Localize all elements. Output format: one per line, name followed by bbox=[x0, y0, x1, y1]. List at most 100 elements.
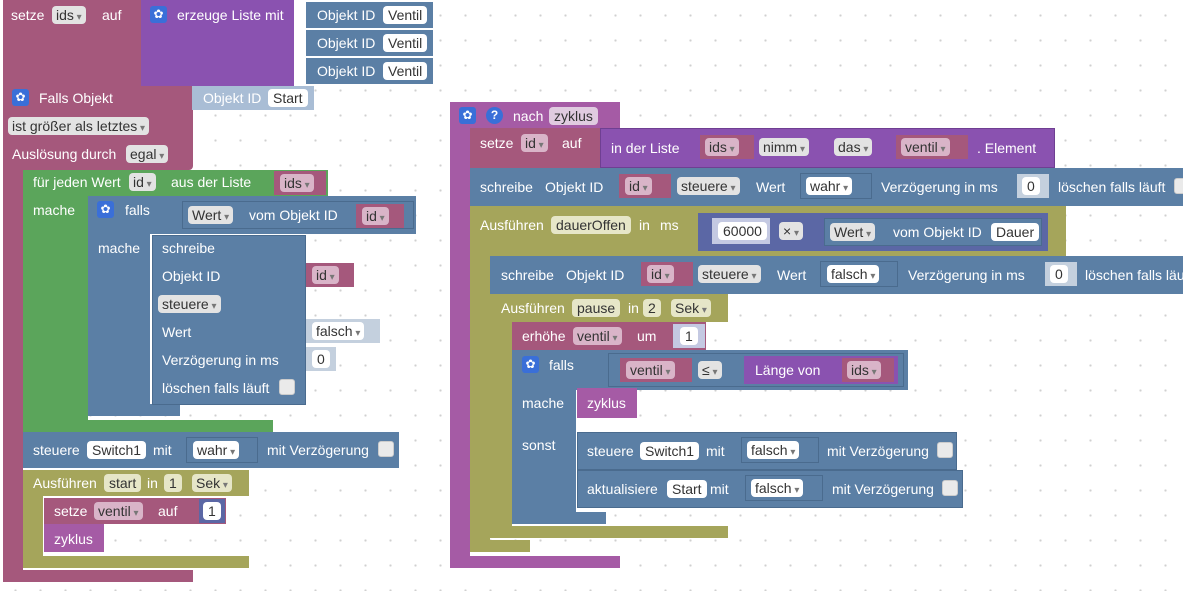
list-var-dropdown[interactable]: ids bbox=[705, 138, 739, 156]
trigger-title: Falls Objekt bbox=[39, 90, 113, 106]
call-zyklus-block[interactable] bbox=[44, 524, 104, 552]
foreach-left-bar bbox=[23, 198, 88, 420]
auf-label: auf bbox=[562, 135, 582, 151]
bool-dropdown[interactable]: falsch bbox=[827, 265, 880, 283]
with-delay-checkbox[interactable] bbox=[942, 480, 958, 496]
with-delay-label: mit Verzögerung bbox=[827, 443, 929, 459]
if-mache-label: mache bbox=[98, 240, 141, 256]
if-else-left-bar bbox=[512, 390, 576, 522]
in-label: in bbox=[147, 475, 158, 491]
foreach-var-dropdown[interactable]: id bbox=[129, 173, 156, 191]
clear-running-checkbox[interactable] bbox=[279, 379, 295, 395]
gear-icon[interactable]: ✿ bbox=[150, 6, 167, 23]
steuere-dropdown[interactable]: steuere bbox=[698, 265, 761, 283]
condition-dropdown[interactable]: ist größer als letztes bbox=[8, 117, 150, 135]
write-block[interactable] bbox=[152, 235, 306, 405]
wert-dropdown[interactable]: Wert bbox=[830, 223, 876, 241]
timeout-label: Ausführen bbox=[501, 300, 565, 316]
clear-running-label: löschen falls läuft bbox=[162, 380, 270, 396]
create-list-label: erzeuge Liste mit bbox=[177, 7, 284, 23]
timeout-name[interactable]: dauerOffen bbox=[551, 216, 631, 234]
if-bottom bbox=[88, 404, 180, 416]
gear-icon[interactable]: ✿ bbox=[459, 107, 476, 124]
unit-dropdown[interactable]: Sek bbox=[671, 299, 711, 317]
id-var-dropdown[interactable]: id bbox=[625, 177, 652, 195]
update-target[interactable]: Start bbox=[667, 480, 707, 498]
procedure-bottom bbox=[450, 556, 620, 568]
list-var-dropdown[interactable]: ids bbox=[847, 361, 881, 379]
delay-value[interactable]: 0 bbox=[1050, 265, 1068, 283]
timeout-left-bar bbox=[23, 496, 43, 558]
help-icon[interactable]: ? bbox=[486, 107, 503, 124]
timeout-dauer-left-bar bbox=[470, 256, 490, 546]
delay-value[interactable]: 0 bbox=[1022, 177, 1040, 195]
wert-label: Wert bbox=[756, 179, 786, 195]
ids-var-dropdown[interactable]: ids bbox=[52, 6, 86, 24]
object-id-label: Objekt ID bbox=[162, 268, 221, 284]
object-id-value[interactable]: Ventil bbox=[383, 34, 428, 52]
wert-dropdown[interactable]: Wert bbox=[188, 206, 234, 224]
foreach-label: für jeden Wert bbox=[33, 174, 121, 190]
call-zyklus-block[interactable] bbox=[577, 388, 637, 418]
ventil-var-dropdown[interactable]: ventil bbox=[94, 502, 143, 520]
control-label: steuere bbox=[33, 442, 80, 458]
object-id-value[interactable]: Ventil bbox=[383, 6, 428, 24]
gear-icon[interactable]: ✿ bbox=[12, 89, 29, 106]
trigger-left-bar bbox=[3, 170, 23, 572]
timeout-bottom bbox=[23, 556, 249, 568]
list-get-block[interactable] bbox=[600, 128, 1055, 168]
procedure-name[interactable]: zyklus bbox=[549, 107, 598, 125]
object-id-value[interactable]: Ventil bbox=[383, 62, 428, 80]
gear-icon[interactable]: ✿ bbox=[522, 356, 539, 373]
timeout-name[interactable]: start bbox=[104, 474, 142, 492]
delay-label: Verzögerung in ms bbox=[881, 179, 998, 195]
bool-dropdown[interactable]: wahr bbox=[806, 177, 853, 195]
compare-operator-dropdown[interactable]: ≤ bbox=[698, 361, 722, 379]
if-left-bar bbox=[88, 234, 150, 406]
control-target[interactable]: Switch1 bbox=[640, 442, 700, 460]
with-delay-label: mit Verzögerung bbox=[832, 481, 934, 497]
object-id-label: Objekt ID bbox=[545, 179, 604, 195]
operator-dropdown[interactable]: × bbox=[779, 222, 803, 240]
das-dropdown[interactable]: das bbox=[834, 138, 873, 156]
id-var-dropdown[interactable]: id bbox=[362, 207, 389, 225]
object-id-value[interactable]: Start bbox=[268, 89, 308, 107]
id-var-dropdown[interactable]: id bbox=[521, 134, 548, 152]
timeout-number[interactable]: 1 bbox=[164, 474, 182, 492]
trigger-by-dropdown[interactable]: egal bbox=[126, 145, 169, 163]
object-id-label: Objekt ID bbox=[317, 35, 376, 51]
ventil-var-dropdown[interactable]: ventil bbox=[901, 138, 950, 156]
object-id-label: Objekt ID bbox=[317, 63, 376, 79]
clear-running-checkbox[interactable] bbox=[1174, 178, 1183, 194]
number-value[interactable]: 1 bbox=[680, 327, 698, 345]
number-value[interactable]: 60000 bbox=[718, 222, 767, 240]
ms-label: ms bbox=[660, 217, 679, 233]
control-target[interactable]: Switch1 bbox=[87, 441, 147, 459]
clear-running-label: löschen falls läuft bbox=[1058, 179, 1166, 195]
timeout-name[interactable]: pause bbox=[572, 299, 621, 317]
ventil-var-dropdown[interactable]: ventil bbox=[626, 361, 675, 379]
with-delay-checkbox[interactable] bbox=[937, 442, 953, 458]
unit-dropdown[interactable]: Sek bbox=[192, 474, 232, 492]
clear-running-label: löschen falls läu bbox=[1085, 267, 1183, 283]
ventil-var-dropdown[interactable]: ventil bbox=[573, 327, 622, 345]
number-value[interactable]: 1 bbox=[203, 502, 221, 520]
list-var-dropdown[interactable]: ids bbox=[280, 174, 314, 192]
id-var-dropdown[interactable]: id bbox=[647, 265, 674, 283]
steuere-dropdown[interactable]: steuere bbox=[677, 177, 740, 195]
delay-value[interactable]: 0 bbox=[312, 350, 330, 368]
with-delay-checkbox[interactable] bbox=[378, 441, 394, 457]
bool-dropdown[interactable]: falsch bbox=[312, 322, 365, 340]
nimm-dropdown[interactable]: nimm bbox=[759, 138, 810, 156]
bool-dropdown[interactable]: wahr bbox=[193, 441, 240, 459]
object-id-value[interactable]: Dauer bbox=[991, 223, 1040, 241]
bool-dropdown[interactable]: falsch bbox=[747, 441, 800, 459]
id-var-dropdown[interactable]: id bbox=[312, 266, 339, 284]
timeout-number[interactable]: 2 bbox=[643, 299, 661, 317]
write-label: schreibe bbox=[501, 267, 554, 283]
mit-label: mit bbox=[710, 481, 729, 497]
trigger-by-label: Auslösung durch bbox=[12, 146, 117, 162]
bool-dropdown[interactable]: falsch bbox=[751, 479, 804, 497]
steuere-dropdown[interactable]: steuere bbox=[158, 295, 221, 313]
gear-icon[interactable]: ✿ bbox=[97, 201, 114, 218]
